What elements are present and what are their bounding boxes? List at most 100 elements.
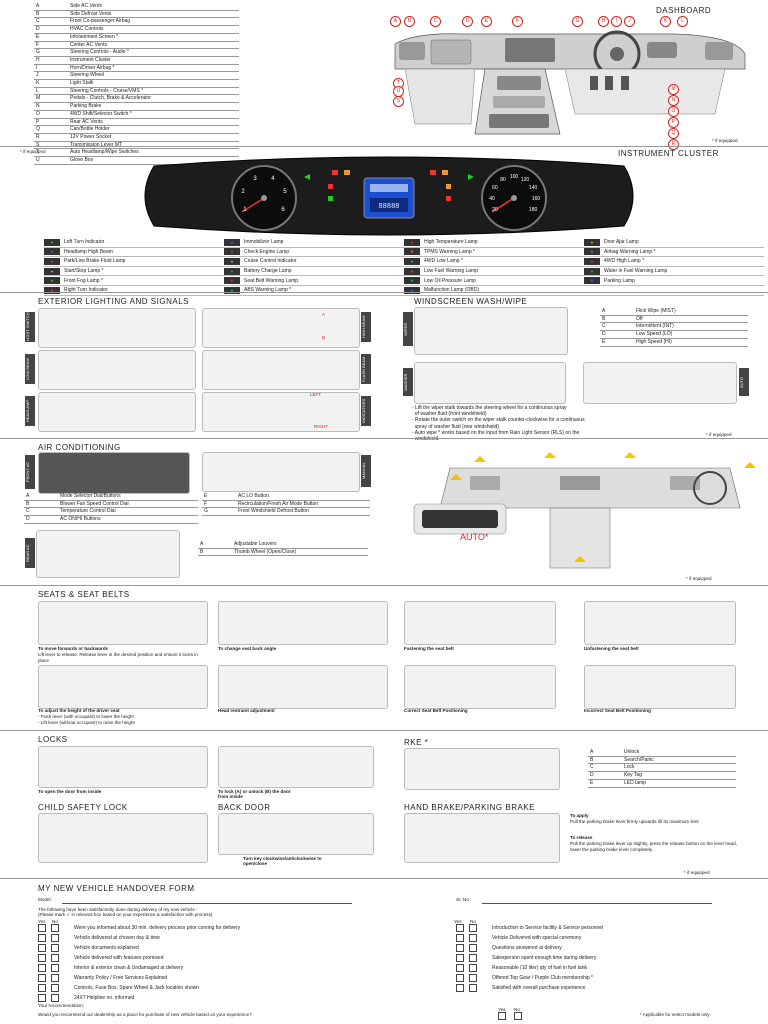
form-srno-line[interactable] xyxy=(482,903,712,904)
exterior-title: EXTERIOR LIGHTING AND SIGNALS xyxy=(38,297,189,306)
yes-checkbox[interactable] xyxy=(38,964,46,972)
yes-checkbox[interactable] xyxy=(38,984,46,992)
legend-value: LED lamp xyxy=(622,779,736,788)
yes-checkbox[interactable] xyxy=(456,984,464,992)
hand-brake-footnote: * if equipped xyxy=(684,870,710,875)
no-checkbox[interactable] xyxy=(469,944,477,952)
legend-key: M xyxy=(34,94,68,104)
no-checkbox[interactable] xyxy=(51,984,59,992)
hand-brake-title: HAND BRAKE/PARKING BRAKE xyxy=(404,803,535,812)
legend-key: G xyxy=(34,48,68,57)
no-checkbox[interactable] xyxy=(51,954,59,962)
no-checkbox[interactable] xyxy=(51,964,59,972)
yes-checkbox[interactable] xyxy=(456,934,464,942)
no-checkbox[interactable] xyxy=(469,984,477,992)
legend-value: Lock xyxy=(622,763,736,773)
no-checkbox[interactable] xyxy=(469,954,477,962)
child-lock-title: CHILD SAFETY LOCK xyxy=(38,803,128,812)
no-checkbox[interactable] xyxy=(469,974,477,982)
yes-checkbox[interactable] xyxy=(456,924,464,932)
no-checkbox[interactable] xyxy=(51,944,59,952)
form-model-line[interactable] xyxy=(62,903,352,904)
seat-illustration xyxy=(218,665,388,709)
legend-value: HVAC Controls xyxy=(68,25,239,34)
yes-checkbox[interactable] xyxy=(38,954,46,962)
dashboard-callout: L xyxy=(677,16,688,27)
yes-checkbox[interactable] xyxy=(456,954,464,962)
legend-key: E xyxy=(202,493,236,501)
recommend-yes-checkbox[interactable] xyxy=(498,1012,506,1020)
cluster-lamp-item: ●Door Ajar Lamp xyxy=(584,238,764,248)
yes-checkbox[interactable] xyxy=(456,974,464,982)
cluster-lamp-item: ●Park/Low Brake Fluid Lamp xyxy=(44,257,224,267)
dashboard-callout: A xyxy=(390,16,401,27)
yes-checkbox[interactable] xyxy=(456,944,464,952)
no-checkbox[interactable] xyxy=(51,994,59,1002)
yes-checkbox[interactable] xyxy=(456,964,464,972)
warning-lamp-icon: ● xyxy=(44,277,60,285)
dashboard-callout: N xyxy=(668,95,679,106)
hand-brake-illustration xyxy=(404,813,560,863)
seat-illustration xyxy=(584,665,736,709)
legend-value: Low Speed (LO) xyxy=(634,330,748,339)
legend-key: F xyxy=(202,500,236,509)
warning-lamp-icon: ● xyxy=(224,257,240,265)
yes-checkbox[interactable] xyxy=(38,924,46,932)
legend-key: E xyxy=(588,779,622,788)
form-no-left: No xyxy=(52,919,58,924)
no-checkbox[interactable] xyxy=(51,974,59,982)
gauge-tick-label: 5 xyxy=(283,189,287,195)
gauge-tick-label: 6 xyxy=(281,207,285,213)
no-checkbox[interactable] xyxy=(469,924,477,932)
form-row: Vehicle delivered with features promised xyxy=(38,954,164,963)
lamp-label: Parking Lamp xyxy=(604,277,635,284)
lamp-label: TPMS Warning Lamp * xyxy=(424,248,475,255)
recommend-no-checkbox[interactable] xyxy=(514,1012,522,1020)
gauge-tick-label: 80 xyxy=(500,177,506,183)
cluster-lamp-item: ●Front Fog Lamp * xyxy=(44,276,224,286)
no-checkbox[interactable] xyxy=(51,934,59,942)
cluster-footnote: * if equipped xyxy=(20,149,46,154)
legend-value: Infotainment Screen * xyxy=(68,33,239,42)
dashboard-callout: P xyxy=(668,117,679,128)
cluster-lamp-item xyxy=(584,286,764,296)
form-srno-label: Sr. No.: xyxy=(456,897,472,902)
warning-lamp-icon: ● xyxy=(584,257,600,265)
warning-lamp-icon: ● xyxy=(404,257,420,265)
lamp-label: Low Fuel Warning Lamp xyxy=(424,268,479,275)
no-checkbox[interactable] xyxy=(469,934,477,942)
seat-illustration xyxy=(404,665,556,709)
yes-checkbox[interactable] xyxy=(38,944,46,952)
yes-checkbox[interactable] xyxy=(38,934,46,942)
cluster-lamp-item: ●ABS Warning Lamp * xyxy=(224,286,404,296)
dashboard-callout: R xyxy=(668,139,679,150)
no-checkbox[interactable] xyxy=(51,924,59,932)
yes-checkbox[interactable] xyxy=(38,994,46,1002)
form-row: Offered Top Gear / Purple Club membershi… xyxy=(456,974,593,983)
legend-value: Flick Wipe (MIST) xyxy=(634,308,748,316)
exterior-side-tab: FLASH BEAM xyxy=(361,354,371,384)
form-row-label: Were you informed about 30 min. delivery… xyxy=(74,925,241,932)
legend-key: A xyxy=(198,541,232,549)
dashboard-callout: B xyxy=(404,16,415,27)
dashboard-callout: G xyxy=(572,16,583,27)
legend-key: R xyxy=(34,133,68,142)
yes-checkbox[interactable] xyxy=(38,974,46,982)
cluster-lamp-item: ●Start/Stop Lamp * xyxy=(44,267,224,277)
form-recommend-question: Would you recommend our dealership as a … xyxy=(38,1012,252,1017)
cluster-lamp-item: ●4WD High Lamp * xyxy=(584,257,764,267)
legend-key: D xyxy=(34,25,68,34)
no-checkbox[interactable] xyxy=(469,964,477,972)
exterior-callout-label: LEFT xyxy=(310,392,322,397)
